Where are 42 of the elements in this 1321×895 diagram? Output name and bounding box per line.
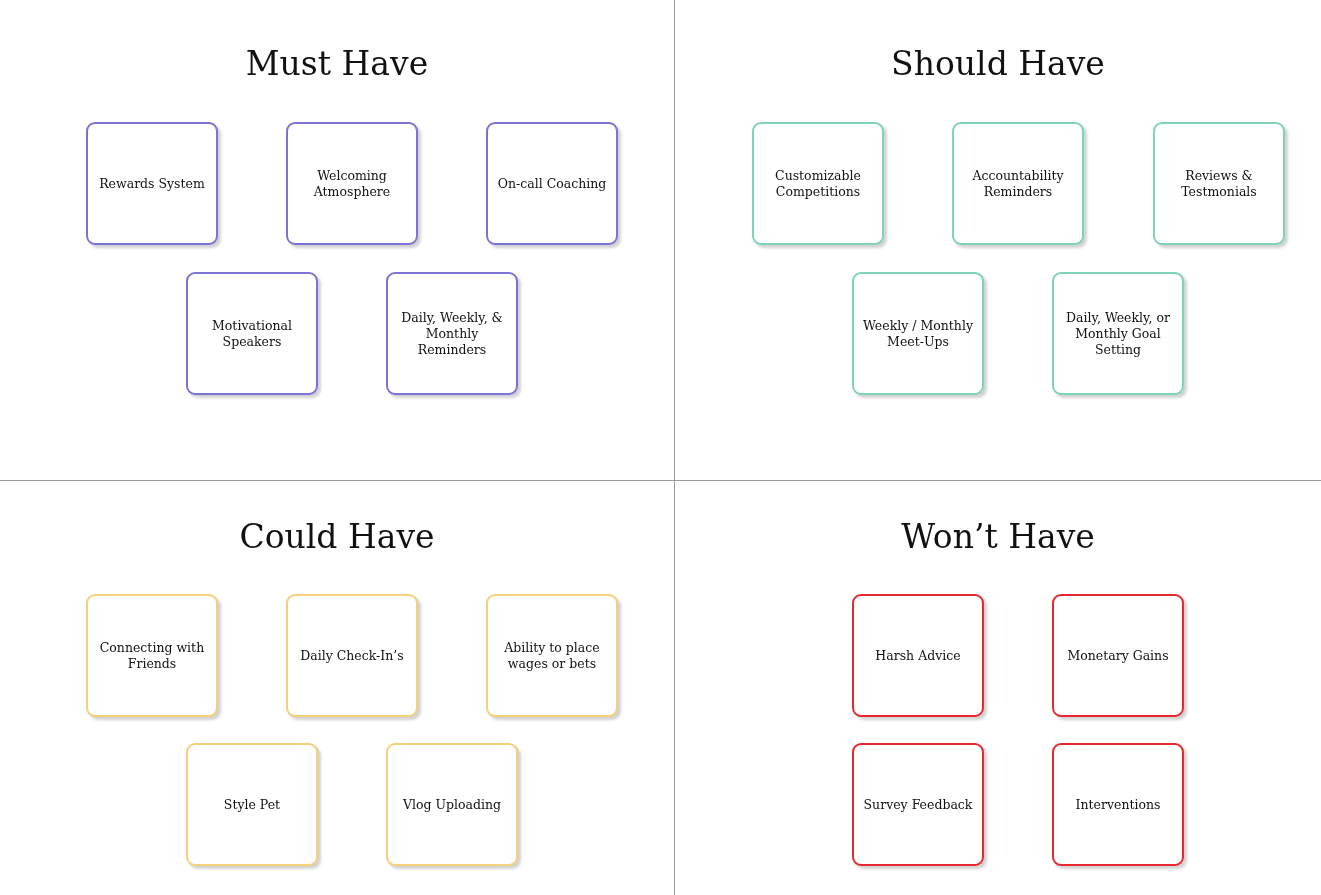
sticky-note xyxy=(952,122,1084,245)
sticky-note xyxy=(86,594,218,717)
note-text: On-call Coaching xyxy=(497,175,607,192)
note-text: Survey Feedback xyxy=(863,796,973,813)
sticky-note xyxy=(852,594,984,717)
note-text: Motivational Speakers xyxy=(211,317,293,350)
sticky-note xyxy=(186,743,318,866)
sticky-note xyxy=(1052,272,1184,395)
note-text: Connecting with Friends xyxy=(98,639,206,672)
sticky-note xyxy=(486,594,618,717)
sticky-note xyxy=(186,272,318,395)
sticky-note xyxy=(852,272,984,395)
note-text: Weekly / Monthly Meet-Ups xyxy=(862,317,974,350)
sticky-note xyxy=(1153,122,1285,245)
note-text: Interventions xyxy=(1075,796,1161,813)
sticky-note xyxy=(286,594,418,717)
note-text: Ability to place wages or bets xyxy=(503,639,601,672)
note-text: Monetary Gains xyxy=(1067,647,1169,664)
note-text: Daily Check-In’s xyxy=(300,647,404,664)
sticky-note xyxy=(1052,743,1184,866)
sticky-note xyxy=(386,272,518,395)
note-text: Customizable Competitions xyxy=(774,167,862,200)
quadrant-title: Won’t Have xyxy=(900,517,1096,556)
note-text: Style Pet xyxy=(223,796,281,813)
sticky-note xyxy=(752,122,884,245)
sticky-note xyxy=(1052,594,1184,717)
sticky-note xyxy=(286,122,418,245)
note-text: Harsh Advice xyxy=(875,647,961,664)
sticky-note xyxy=(852,743,984,866)
note-text: Daily, Weekly, or Monthly Goal Setting xyxy=(1065,309,1171,358)
sticky-note xyxy=(86,122,218,245)
note-text: Welcoming Atmosphere xyxy=(312,167,392,200)
note-text: Vlog Uploading xyxy=(402,796,502,813)
quadrant-title: Must Have xyxy=(244,44,430,83)
note-text: Rewards System xyxy=(99,175,205,192)
sticky-note xyxy=(386,743,518,866)
sticky-note xyxy=(486,122,618,245)
quadrant-title: Should Have xyxy=(890,44,1106,83)
quadrant-title: Could Have xyxy=(238,517,436,556)
note-text: Accountability Reminders xyxy=(971,167,1065,200)
note-text: Reviews & Testmonials xyxy=(1180,167,1258,200)
note-text: Daily, Weekly, & Monthly Reminders xyxy=(400,309,504,358)
